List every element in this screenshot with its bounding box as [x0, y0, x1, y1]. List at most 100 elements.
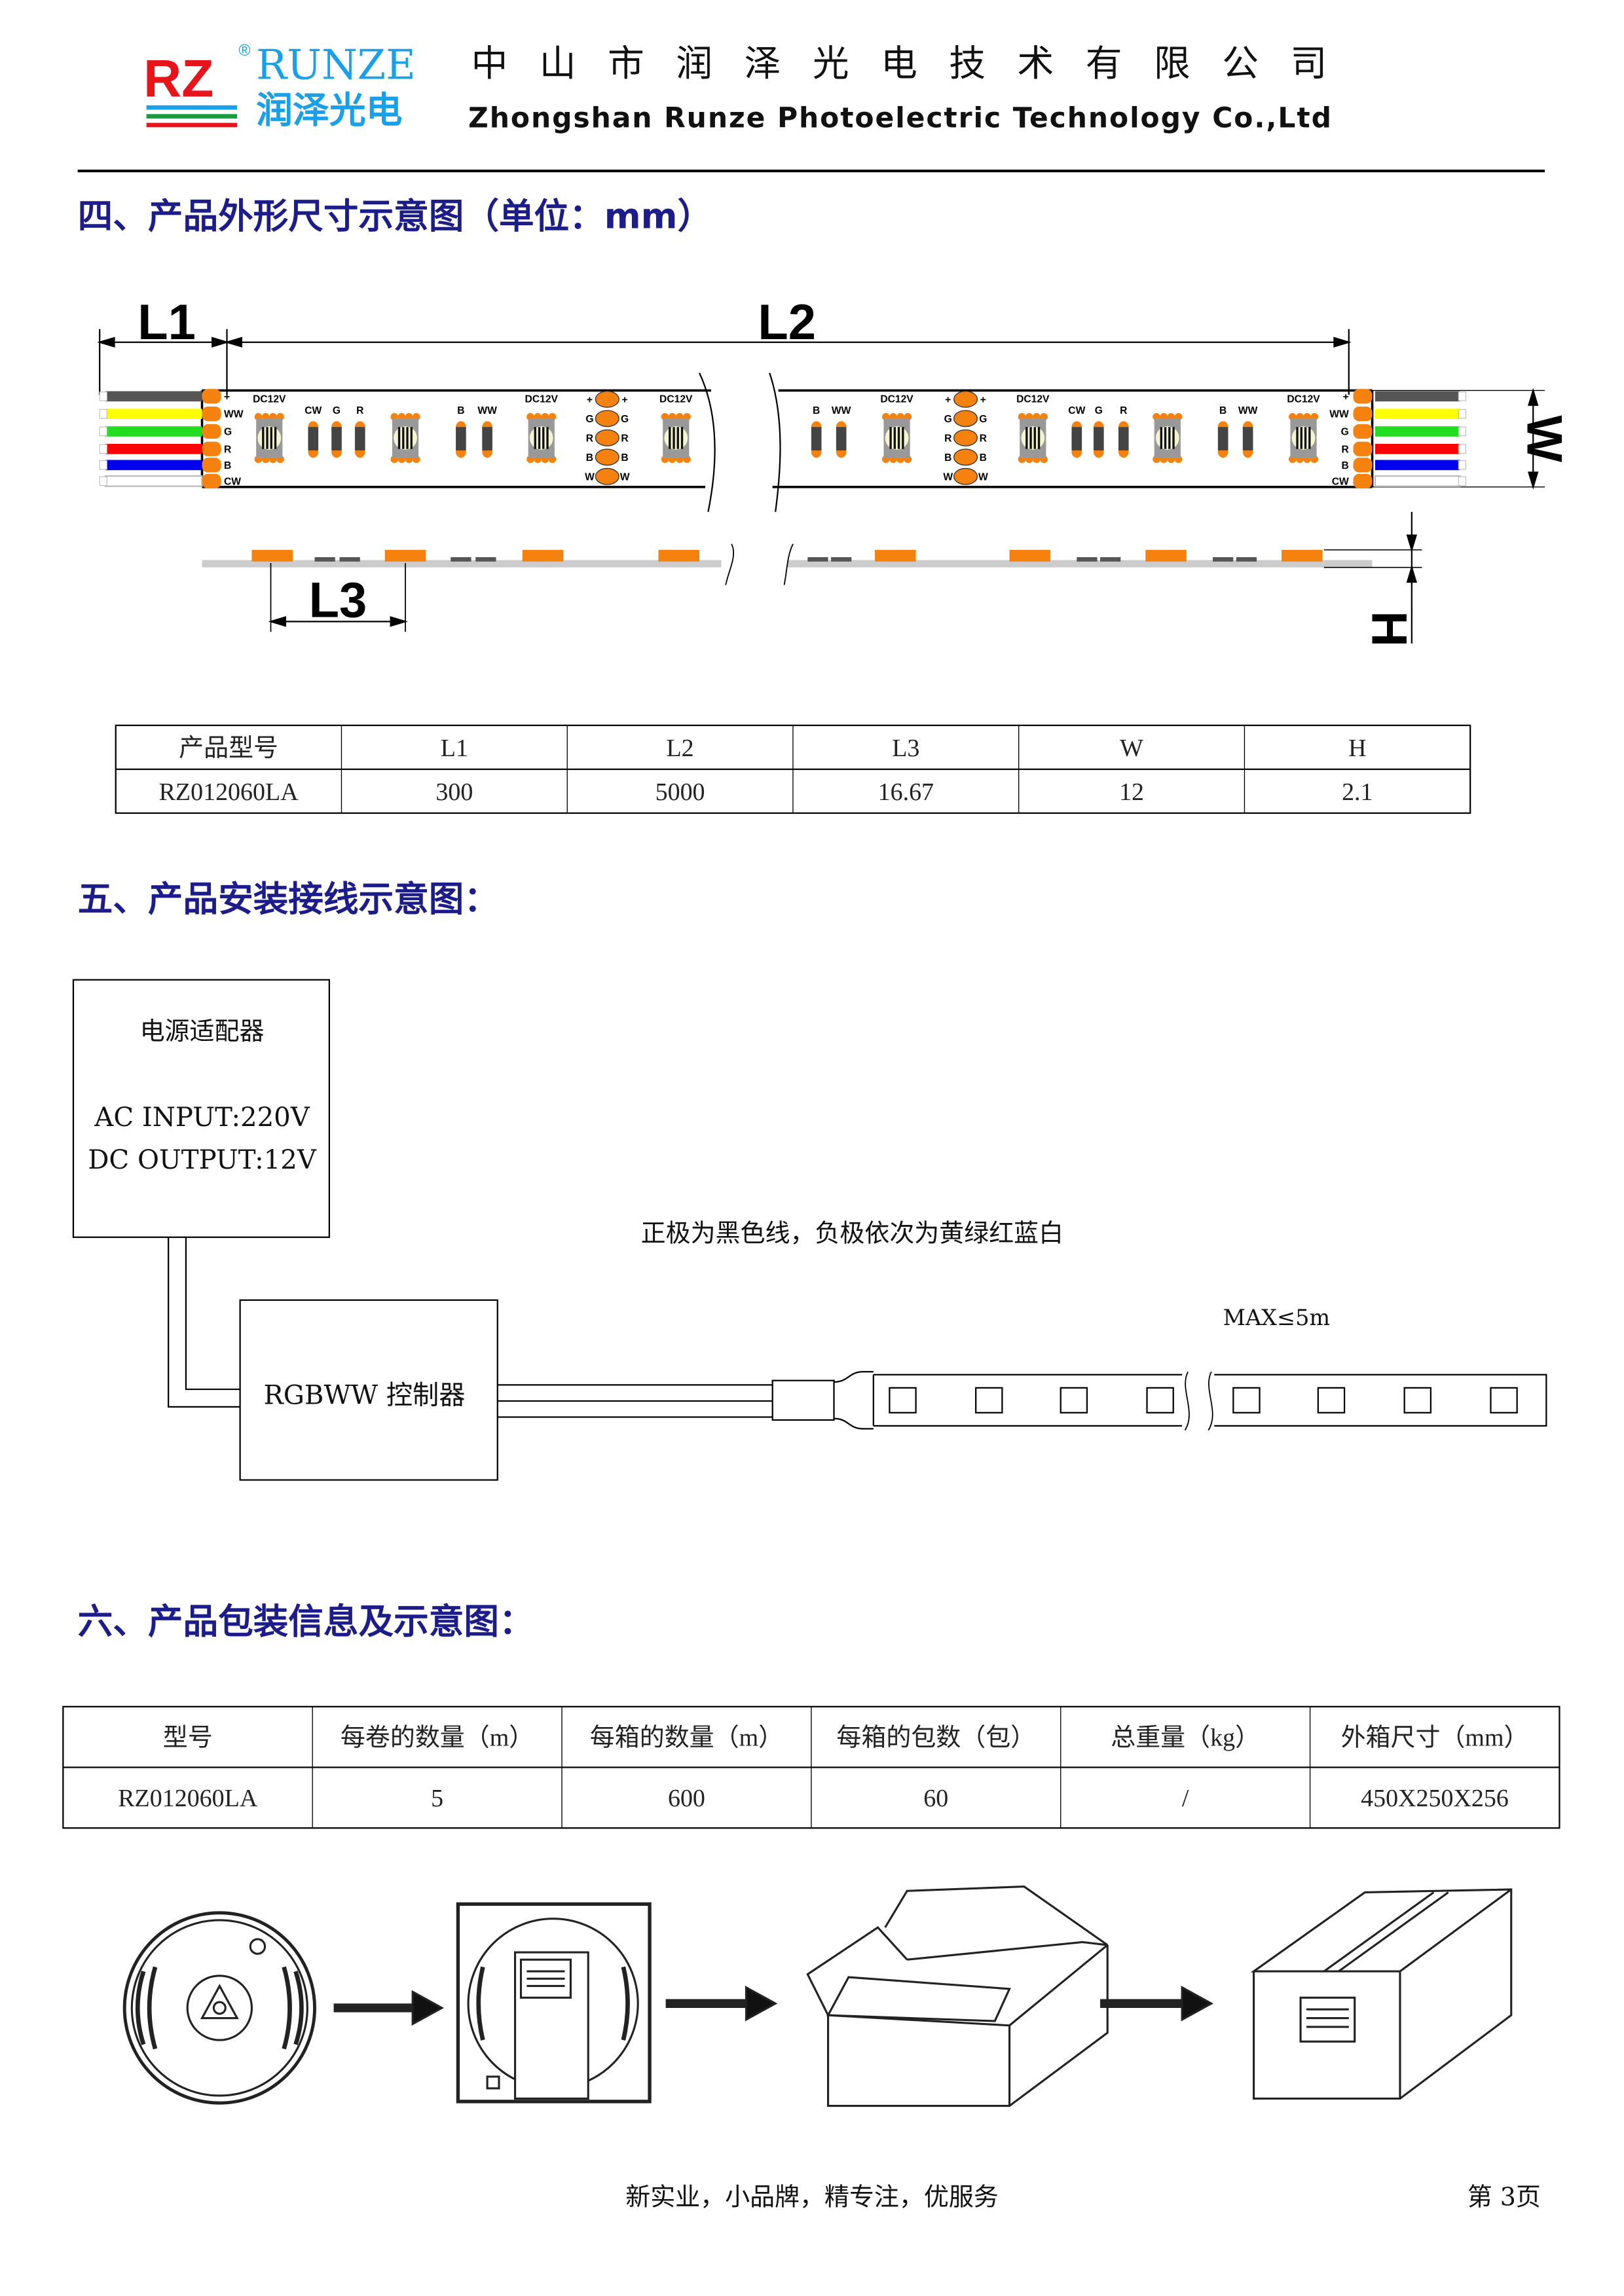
pad-label: G	[224, 427, 232, 438]
dc12v-label: DC12V	[880, 393, 913, 405]
wire-tip	[99, 476, 107, 486]
break-line-left	[698, 373, 716, 513]
resistor-label: G	[1095, 405, 1103, 416]
solder-pad	[1353, 424, 1373, 439]
resistor	[1242, 421, 1253, 458]
side-led	[251, 549, 293, 562]
power-adapter-box	[72, 979, 330, 1238]
resistor	[331, 421, 342, 458]
pad-label: CW	[224, 476, 241, 487]
cut-pad-label: G	[585, 414, 593, 425]
wire-tip	[1458, 460, 1467, 470]
packaging-illustrations	[122, 1885, 1513, 2107]
side-resistor	[451, 557, 471, 562]
table-cell: 5000	[655, 778, 705, 806]
section6-title: 六、产品包装信息及示意图：	[78, 1601, 534, 1642]
resistor	[1093, 421, 1104, 458]
cut-pad	[953, 448, 978, 466]
side-resistor	[475, 557, 496, 562]
cut-pad	[953, 410, 978, 428]
left-wire-5	[104, 475, 203, 487]
pad-label: G	[1341, 427, 1349, 438]
led-chip	[526, 412, 557, 464]
resistor-label: B	[1219, 405, 1227, 416]
cut-pad-label: W	[585, 471, 595, 483]
arrow-1-head	[411, 1990, 445, 2026]
led-chip	[661, 412, 691, 464]
cut-pad	[953, 467, 978, 485]
table-header-cell: 每卷的数量（m）	[341, 1724, 534, 1752]
cut-pad-label: R	[980, 433, 987, 444]
left-wire-1	[105, 409, 202, 419]
strip-left-outline	[200, 389, 711, 488]
dim-label-l2: L2	[758, 295, 816, 350]
wire-tip	[1458, 392, 1467, 401]
resistor-label: CW	[304, 405, 322, 416]
table-cell: 60	[923, 1785, 948, 1812]
right-wire-5	[1374, 475, 1461, 487]
max-length-label: MAX≤5m	[1223, 1305, 1331, 1330]
solder-pad	[202, 406, 221, 422]
company-logo: RZ RUNZE ® 润泽光电	[143, 41, 416, 131]
wire-tip	[1458, 476, 1467, 486]
side-led	[522, 549, 564, 562]
cut-pad-label: +	[945, 394, 951, 405]
led-chip	[1018, 412, 1048, 464]
resistor	[482, 421, 492, 458]
wire-tip	[1458, 444, 1467, 454]
logo-cn: 润泽光电	[256, 90, 402, 131]
cut-pad	[595, 390, 619, 408]
cut-pad	[595, 448, 619, 466]
table-header-cell: W	[1120, 735, 1143, 762]
cut-pad-label: W	[978, 471, 988, 483]
table-cell: 450X250X256	[1361, 1785, 1509, 1812]
solder-pad	[202, 458, 221, 473]
pad-label: R	[224, 444, 231, 455]
boxed-reel-illustration	[456, 1902, 652, 2104]
resistor	[308, 421, 319, 458]
resistor	[354, 421, 365, 458]
table-header-cell: L3	[892, 735, 919, 762]
resistor-label: B	[457, 405, 464, 416]
led-chip	[254, 412, 284, 464]
company-name-cn: 中 山 市 润 泽 光 电 技 术 有 限 公 司	[471, 43, 1327, 85]
sealed-box-illustration	[1250, 1888, 1513, 2100]
controller-box	[239, 1299, 498, 1481]
strip-connector	[771, 1379, 835, 1421]
led-chip	[390, 412, 420, 464]
table-cell: 12	[1119, 778, 1144, 806]
dc12v-label: DC12V	[1016, 393, 1050, 405]
strip-dimension-drawing	[97, 329, 1545, 644]
table-cell: 5	[431, 1785, 443, 1812]
pad-label: WW	[1329, 409, 1349, 420]
pad-label: B	[1341, 460, 1348, 471]
side-led	[658, 549, 700, 562]
resistor-label: WW	[832, 405, 851, 416]
logo-stripe-red	[146, 122, 238, 128]
controller-label: RGBWW 控制器	[264, 1380, 466, 1410]
side-led	[1009, 549, 1051, 562]
table-header-cell: 外箱尺寸（mm）	[1341, 1724, 1529, 1752]
side-resistor	[1213, 557, 1234, 562]
cut-pad-label: B	[980, 452, 987, 464]
reel-illustration	[122, 1911, 316, 2105]
side-led	[384, 549, 426, 562]
wire-tip	[99, 392, 107, 401]
wire-tip	[99, 409, 107, 419]
table-header-cell: 产品型号	[179, 735, 278, 762]
led-chip	[1288, 412, 1319, 464]
right-wire-3	[1375, 443, 1460, 454]
solder-pad	[1353, 458, 1373, 473]
power-adapter-output: DC OUTPUT:12V	[88, 1145, 317, 1175]
cut-pad	[595, 429, 619, 446]
break-line-right	[769, 373, 781, 512]
logo-mark: RZ	[143, 49, 213, 108]
right-wire-4	[1375, 460, 1460, 471]
table-header-cell: L1	[441, 735, 468, 762]
table-header-cell: 总重量（kg）	[1111, 1724, 1260, 1752]
solder-pad	[1353, 441, 1373, 456]
side-resistor	[339, 557, 360, 562]
table-cell: 16.67	[878, 778, 934, 806]
